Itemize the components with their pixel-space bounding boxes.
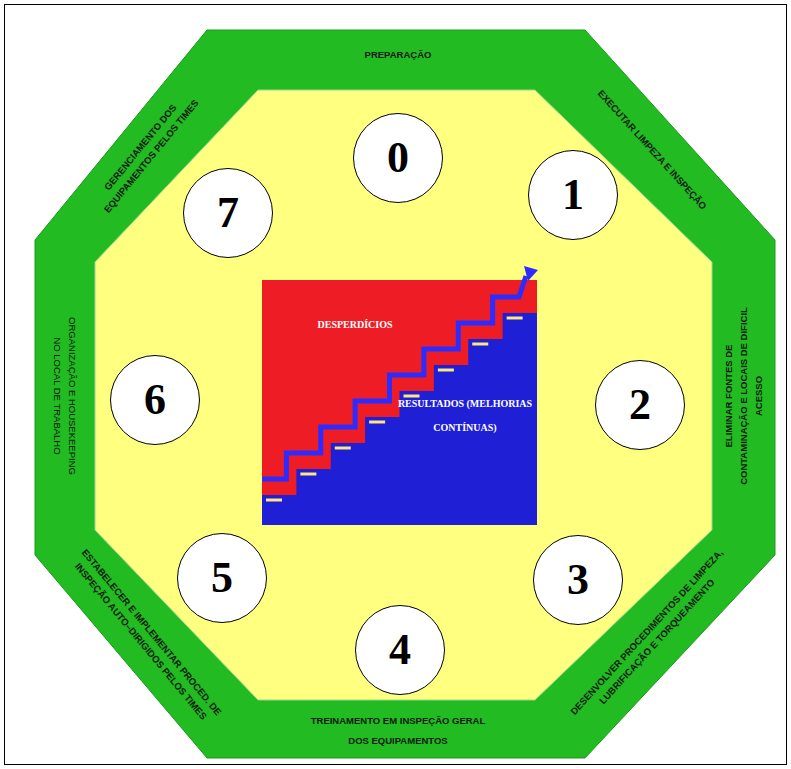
waste-label: DESPERDÍCIOS bbox=[295, 318, 415, 332]
step-highlight bbox=[300, 473, 316, 476]
results-label: RESULTADOS (MELHORIAS CONTÍNUAS) bbox=[395, 392, 535, 440]
waste-area bbox=[262, 280, 537, 525]
step-circle: 2 bbox=[595, 360, 685, 450]
phase-label: PREPARAÇÃO bbox=[298, 48, 498, 62]
progress-line bbox=[262, 276, 526, 479]
step-number: 1 bbox=[562, 173, 584, 217]
step-number: 6 bbox=[144, 378, 166, 422]
phase-label: ORGANIZAÇÃO E HOUSEKEEPING NO LOCAL DE T… bbox=[50, 312, 80, 480]
step-circle: 6 bbox=[110, 355, 200, 445]
outer-band bbox=[35, 30, 775, 758]
step-number: 2 bbox=[629, 383, 651, 427]
step-number: 4 bbox=[389, 628, 411, 672]
step-circle: 4 bbox=[355, 605, 445, 695]
step-highlight bbox=[507, 317, 523, 320]
step-circle: 5 bbox=[177, 533, 267, 623]
step-number: 5 bbox=[211, 556, 233, 600]
phase-label: ELIMINAR FONTES DE CONTAMINAÇÃO E LOCAIS… bbox=[721, 305, 766, 487]
step-circle: 1 bbox=[528, 150, 618, 240]
inner-field bbox=[95, 90, 712, 700]
step-number: 3 bbox=[567, 558, 589, 602]
step-highlight bbox=[438, 369, 454, 372]
step-highlight bbox=[266, 499, 282, 502]
step-circle: 7 bbox=[183, 168, 273, 258]
step-number: 7 bbox=[217, 191, 239, 235]
step-highlight bbox=[404, 395, 420, 398]
step-number: 0 bbox=[387, 136, 409, 180]
step-highlight bbox=[335, 447, 351, 450]
step-circle: 3 bbox=[533, 535, 623, 625]
results-area bbox=[262, 313, 537, 525]
improvement-staircase: DESPERDÍCIOS RESULTADOS (MELHORIAS CONTÍN… bbox=[262, 280, 537, 525]
step-highlight bbox=[369, 421, 385, 424]
step-circle: 0 bbox=[353, 113, 443, 203]
phase-label: TREINAMENTO EM INSPEÇÃO GERAL DOS EQUIPA… bbox=[304, 711, 492, 751]
step-highlight bbox=[472, 343, 488, 346]
frame-border bbox=[5, 5, 787, 765]
